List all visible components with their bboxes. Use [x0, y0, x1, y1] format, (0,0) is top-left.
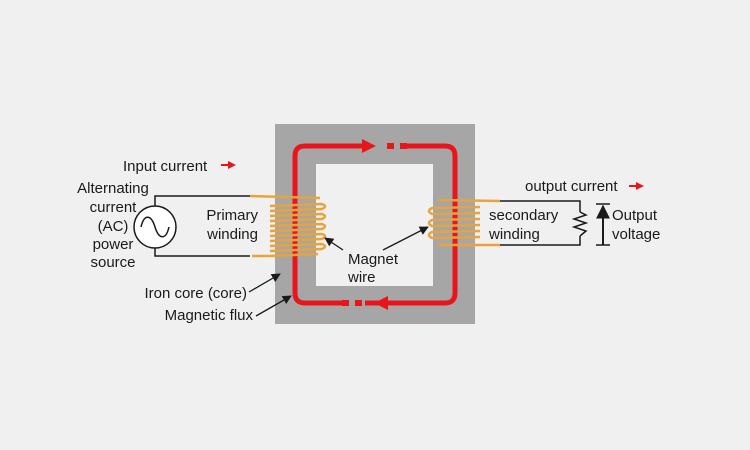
- sine-wave-icon: [140, 216, 170, 238]
- flux-dash: [400, 143, 407, 149]
- secondary-wire-bottom: [500, 236, 581, 246]
- ac-source-label-line: source: [90, 254, 135, 271]
- secondary-wire-top: [500, 200, 581, 212]
- secondary-winding-label-line: winding: [488, 226, 540, 243]
- magnet-wire-label-line: Magnet: [348, 251, 399, 268]
- magnet-wire-label-line: wire: [347, 269, 376, 286]
- primary-wire-top: [154, 195, 250, 206]
- flux-arrow-bottom-icon: [374, 296, 388, 310]
- ac-source-label-line: (AC): [98, 218, 129, 235]
- output-current-arrow-icon: [629, 182, 644, 190]
- core-window: [316, 164, 433, 286]
- secondary-winding-label-line: secondary: [489, 207, 559, 224]
- primary-wire-bottom: [154, 248, 250, 257]
- ac-source-label-line: current: [90, 199, 138, 216]
- secondary-circuit: [500, 200, 589, 246]
- primary-winding-label-line: winding: [206, 226, 258, 243]
- primary-winding-coil: [249, 194, 327, 258]
- flux-arrow-top-icon: [362, 139, 376, 153]
- flux-dash: [342, 300, 349, 306]
- iron-core-label: Iron core (core): [144, 285, 247, 302]
- ac-source-label-line: Alternating: [77, 180, 149, 197]
- magnetic-flux-label: Magnetic flux: [165, 307, 254, 324]
- flux-dash: [387, 143, 394, 149]
- primary-circuit: [133, 195, 250, 257]
- flux-dash: [355, 300, 362, 306]
- input-current-label: Input current: [123, 158, 208, 175]
- primary-winding-label-line: Primary: [206, 207, 258, 224]
- output-voltage-label-line: voltage: [612, 226, 660, 243]
- magnetic-flux-leader: [255, 295, 292, 317]
- output-voltage-label-line: Output: [612, 207, 658, 224]
- resistor-icon: [571, 211, 589, 237]
- ac-source-label-line: power: [93, 236, 134, 253]
- magnet-wire-leader-left: [324, 237, 344, 251]
- iron-core-leader: [248, 273, 281, 293]
- output-current-label: output current: [525, 178, 618, 195]
- secondary-winding-coil: [427, 198, 501, 247]
- input-current-arrow-icon: [221, 161, 236, 169]
- magnet-wire-leader-right: [382, 226, 429, 251]
